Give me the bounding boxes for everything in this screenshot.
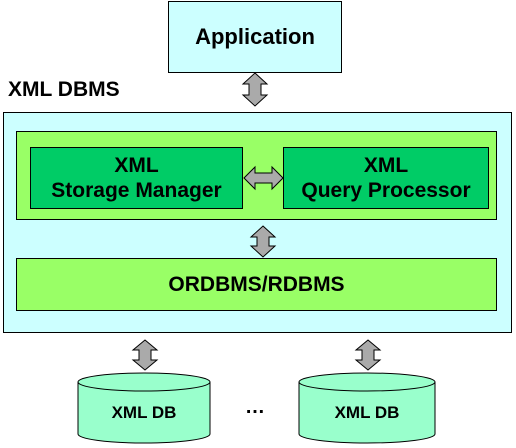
- xml-dbms-label: XML DBMS: [8, 78, 120, 101]
- ellipsis: …: [245, 396, 265, 418]
- application-box: Application: [168, 1, 342, 73]
- arrow-inner-rdbms-icon: [249, 225, 277, 258]
- database-cylinder-2: [298, 372, 436, 444]
- query-processor-line2: Query Processor: [301, 179, 471, 202]
- storage-manager-line1: XML: [114, 154, 159, 177]
- arrow-app-dbms-icon: [241, 72, 269, 107]
- arrow-storage-query-icon: [243, 165, 284, 191]
- rdbms-box: ORDBMS/RDBMS: [16, 258, 497, 311]
- storage-manager-box: XML Storage Manager: [30, 147, 243, 209]
- query-processor-line1: XML: [363, 154, 409, 177]
- xml-db-label-1: XML DB: [111, 403, 177, 422]
- arrow-rdbms-db2-icon: [354, 339, 382, 371]
- database-cylinder-1: [77, 372, 211, 444]
- arrow-rdbms-db1-icon: [131, 339, 159, 371]
- xml-db-label-2: XML DB: [334, 403, 400, 422]
- application-label: Application: [195, 24, 315, 49]
- storage-manager-line2: Storage Manager: [51, 179, 222, 202]
- query-processor-box: XML Query Processor: [283, 147, 489, 209]
- rdbms-label: ORDBMS/RDBMS: [168, 272, 345, 296]
